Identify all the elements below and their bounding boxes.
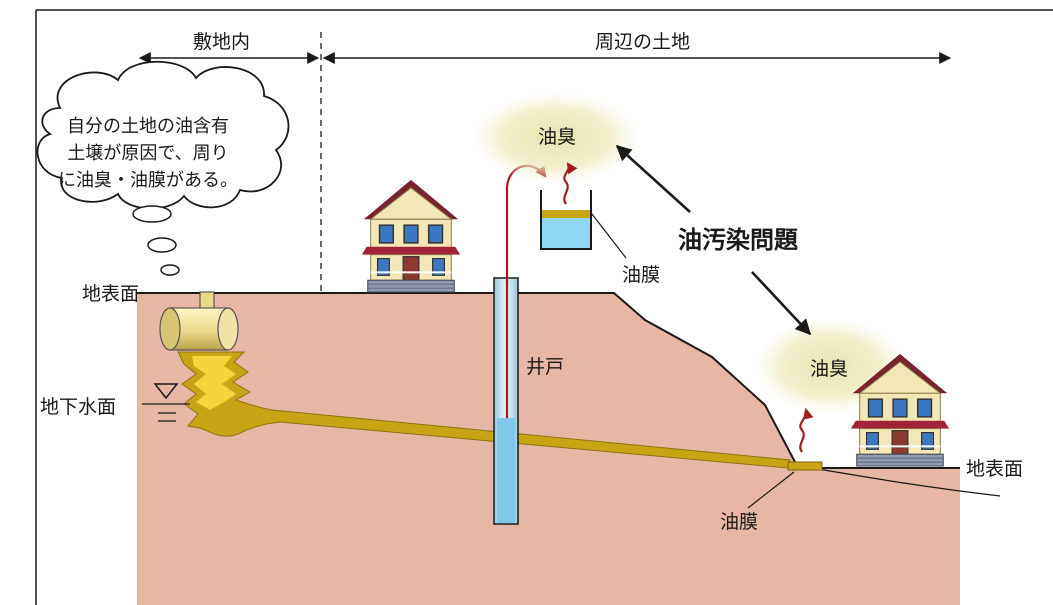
oil-plume-glow bbox=[192, 356, 236, 410]
odor-wave-right bbox=[799, 407, 814, 453]
oil-film-container-leader bbox=[591, 213, 627, 259]
thought-bubble-text: 自分の土地の油含有 土壌が原因で、周り に油臭・油膜がある。 bbox=[38, 113, 258, 194]
zone-label-onsite: 敷地内 bbox=[193, 31, 251, 53]
oil-odor-label-right: 油臭 bbox=[810, 358, 849, 380]
odor-haze-top bbox=[472, 92, 640, 184]
problem-arrow-down bbox=[751, 271, 812, 336]
well-label: 井戸 bbox=[526, 356, 565, 378]
well bbox=[493, 277, 519, 525]
water-container bbox=[540, 190, 592, 250]
ground-surface-label-right: 地表面 bbox=[966, 458, 1024, 480]
oil-tank bbox=[159, 291, 239, 351]
oil-film-surface bbox=[787, 461, 823, 471]
thought-line-2: 土壌が原因で、周り bbox=[67, 143, 229, 164]
thought-line-3: に油臭・油膜がある。 bbox=[58, 170, 238, 191]
oil-pollution-problem-label: 油汚染問題 bbox=[678, 226, 798, 254]
zone-label-surrounding: 周辺の土地 bbox=[595, 31, 691, 53]
problem-arrow-up bbox=[615, 144, 691, 213]
groundwater-level-label: 地下水面 bbox=[40, 396, 117, 418]
water-level-symbol bbox=[142, 383, 190, 422]
oil-film-bottom-leader bbox=[747, 471, 795, 509]
oil-film-label-container: 油膜 bbox=[622, 264, 661, 286]
oil-film-label-bottom: 油膜 bbox=[720, 511, 759, 533]
soil-cross-section bbox=[137, 293, 960, 605]
odor-wave-top bbox=[563, 162, 578, 205]
ground-surface-label-left: 地表面 bbox=[82, 283, 140, 305]
thought-bubble bbox=[36, 60, 290, 276]
oil-odor-label-top: 油臭 bbox=[538, 126, 577, 148]
oil-plume bbox=[177, 351, 791, 469]
house-left bbox=[361, 178, 461, 294]
well-pump-pipe bbox=[505, 164, 547, 282]
thought-line-1: 自分の土地の油含有 bbox=[67, 116, 229, 137]
